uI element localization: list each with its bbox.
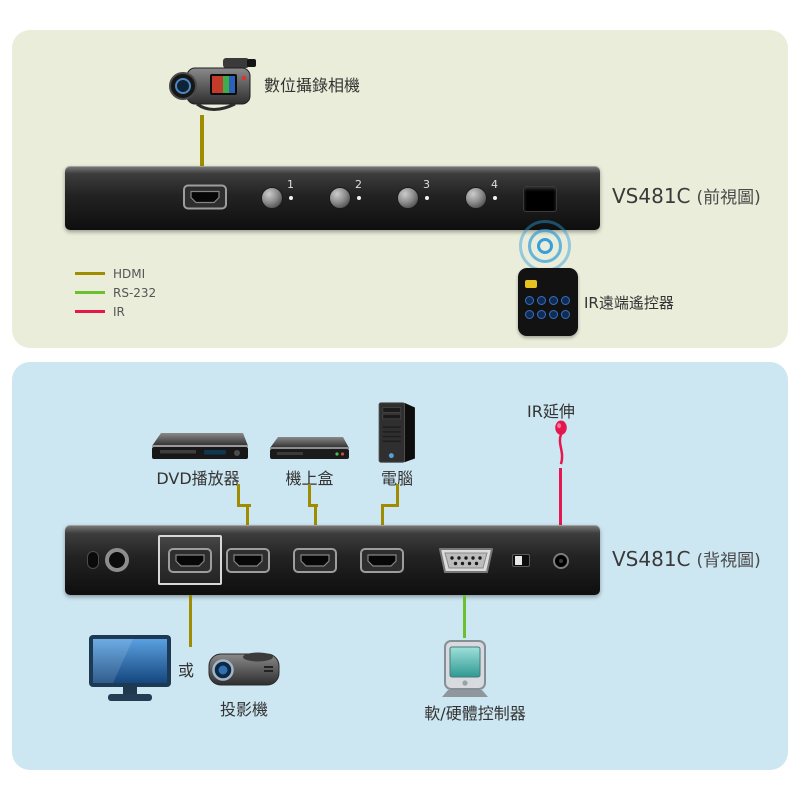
model-text: VS481C (612, 184, 691, 208)
front-panel-bar: 1 2 3 4 (65, 166, 600, 230)
hdmi-connection-line (396, 484, 399, 504)
remote-button (537, 310, 546, 319)
remote-button (537, 296, 546, 305)
ir-wave-ring-inner (537, 238, 553, 254)
ir-extension-jack (553, 553, 569, 569)
hdmi-connection-line (308, 484, 311, 504)
remote-power-button (525, 280, 537, 288)
legend-row-ir: IR (75, 302, 156, 321)
computer-icon (378, 402, 415, 463)
rear-panel-bar (65, 525, 600, 595)
controller-label: 軟/硬體控制器 (424, 704, 526, 723)
set-top-box-label: 機上盒 (285, 469, 334, 488)
dvd-player-icon (152, 433, 248, 459)
hdmi-connection-line (308, 504, 318, 507)
legend-row-hdmi: HDMI (75, 264, 156, 283)
remote-button-row (525, 296, 570, 305)
rear-view-panel: DVD播放器 機上盒 電腦 IR延伸 (12, 362, 788, 770)
ir-connection-line (559, 468, 562, 525)
port-select-button-3: 3 (397, 177, 437, 221)
remote-button (549, 296, 558, 305)
camera-label: 數位攝錄相機 (264, 76, 361, 95)
projector-icon (208, 652, 280, 686)
hdmi-input-port-front (183, 184, 227, 210)
hdmi-connection-line (237, 484, 240, 504)
hdmi-connection-line (200, 115, 204, 168)
monitor-icon (89, 635, 171, 701)
hdmi-connection-line (189, 595, 192, 647)
hdmi-connection-line (381, 504, 384, 525)
rear-model-label: VS481C (背視圖) (612, 546, 761, 571)
button-number: 1 (287, 178, 294, 191)
ir-receiver-window (523, 186, 557, 212)
button-number: 4 (491, 178, 498, 191)
hdmi-connection-line (381, 504, 399, 507)
front-model-label: VS481C (前視圖) (612, 183, 761, 208)
hdmi-input-port-1 (226, 548, 270, 573)
view-text: (背視圖) (696, 551, 761, 571)
legend-label-hdmi: HDMI (113, 266, 146, 281)
ir-wave-ring-middle (528, 229, 562, 263)
ir-extension-label: IR延伸 (527, 402, 575, 421)
remote-button (525, 310, 534, 319)
power-jack (105, 548, 129, 572)
hdmi-input-port-3 (360, 548, 404, 573)
camcorder-icon (169, 58, 256, 111)
set-top-box-icon (270, 437, 349, 459)
legend-label-rs232: RS-232 (113, 285, 157, 300)
remote-button (561, 296, 570, 305)
projector-label: 投影機 (219, 700, 268, 719)
ir-remote-icon (518, 268, 578, 336)
port-led (357, 196, 361, 200)
front-view-panel: 數位攝錄相機 1 2 3 4 VS481C (前視圖) (12, 30, 788, 348)
view-text: (前視圖) (696, 188, 761, 208)
legend: HDMI RS-232 IR (75, 264, 156, 321)
button-cap (465, 187, 487, 209)
port-select-button-4: 4 (465, 177, 505, 221)
hdmi-output-port (168, 548, 212, 573)
legend-swatch-rs232 (75, 291, 105, 294)
mode-switch (512, 554, 530, 567)
legend-row-rs232: RS-232 (75, 283, 156, 302)
button-cap (397, 187, 419, 209)
hdmi-input-port-2 (293, 548, 337, 573)
button-cap (261, 187, 283, 209)
model-text: VS481C (612, 547, 691, 571)
ir-jack-pin (559, 559, 563, 563)
remote-button (525, 296, 534, 305)
rs232-connection-line (463, 595, 466, 638)
port-select-button-2: 2 (329, 177, 369, 221)
button-cap (329, 187, 351, 209)
port-led (493, 196, 497, 200)
hdmi-connection-line (314, 504, 317, 525)
legend-swatch-hdmi (75, 272, 105, 275)
button-number: 3 (423, 178, 430, 191)
computer-label: 電腦 (380, 469, 413, 488)
port-led (425, 196, 429, 200)
ir-extension-icon (555, 420, 567, 465)
hdmi-connection-line (237, 504, 251, 507)
hdmi-connection-line (246, 504, 249, 525)
rs232-serial-port (439, 548, 493, 573)
remote-label: IR遠端遙控器 (584, 294, 674, 312)
controller-icon (442, 640, 488, 697)
mount-slot (87, 551, 99, 569)
dvd-player-label: DVD播放器 (156, 469, 240, 488)
port-led (289, 196, 293, 200)
legend-label-ir: IR (113, 304, 125, 319)
or-label: 或 (178, 661, 195, 680)
remote-button-row (525, 310, 570, 319)
legend-swatch-ir (75, 310, 105, 313)
remote-button (561, 310, 570, 319)
port-select-button-1: 1 (261, 177, 301, 221)
mode-switch-knob (515, 556, 522, 565)
remote-button (549, 310, 558, 319)
button-number: 2 (355, 178, 362, 191)
